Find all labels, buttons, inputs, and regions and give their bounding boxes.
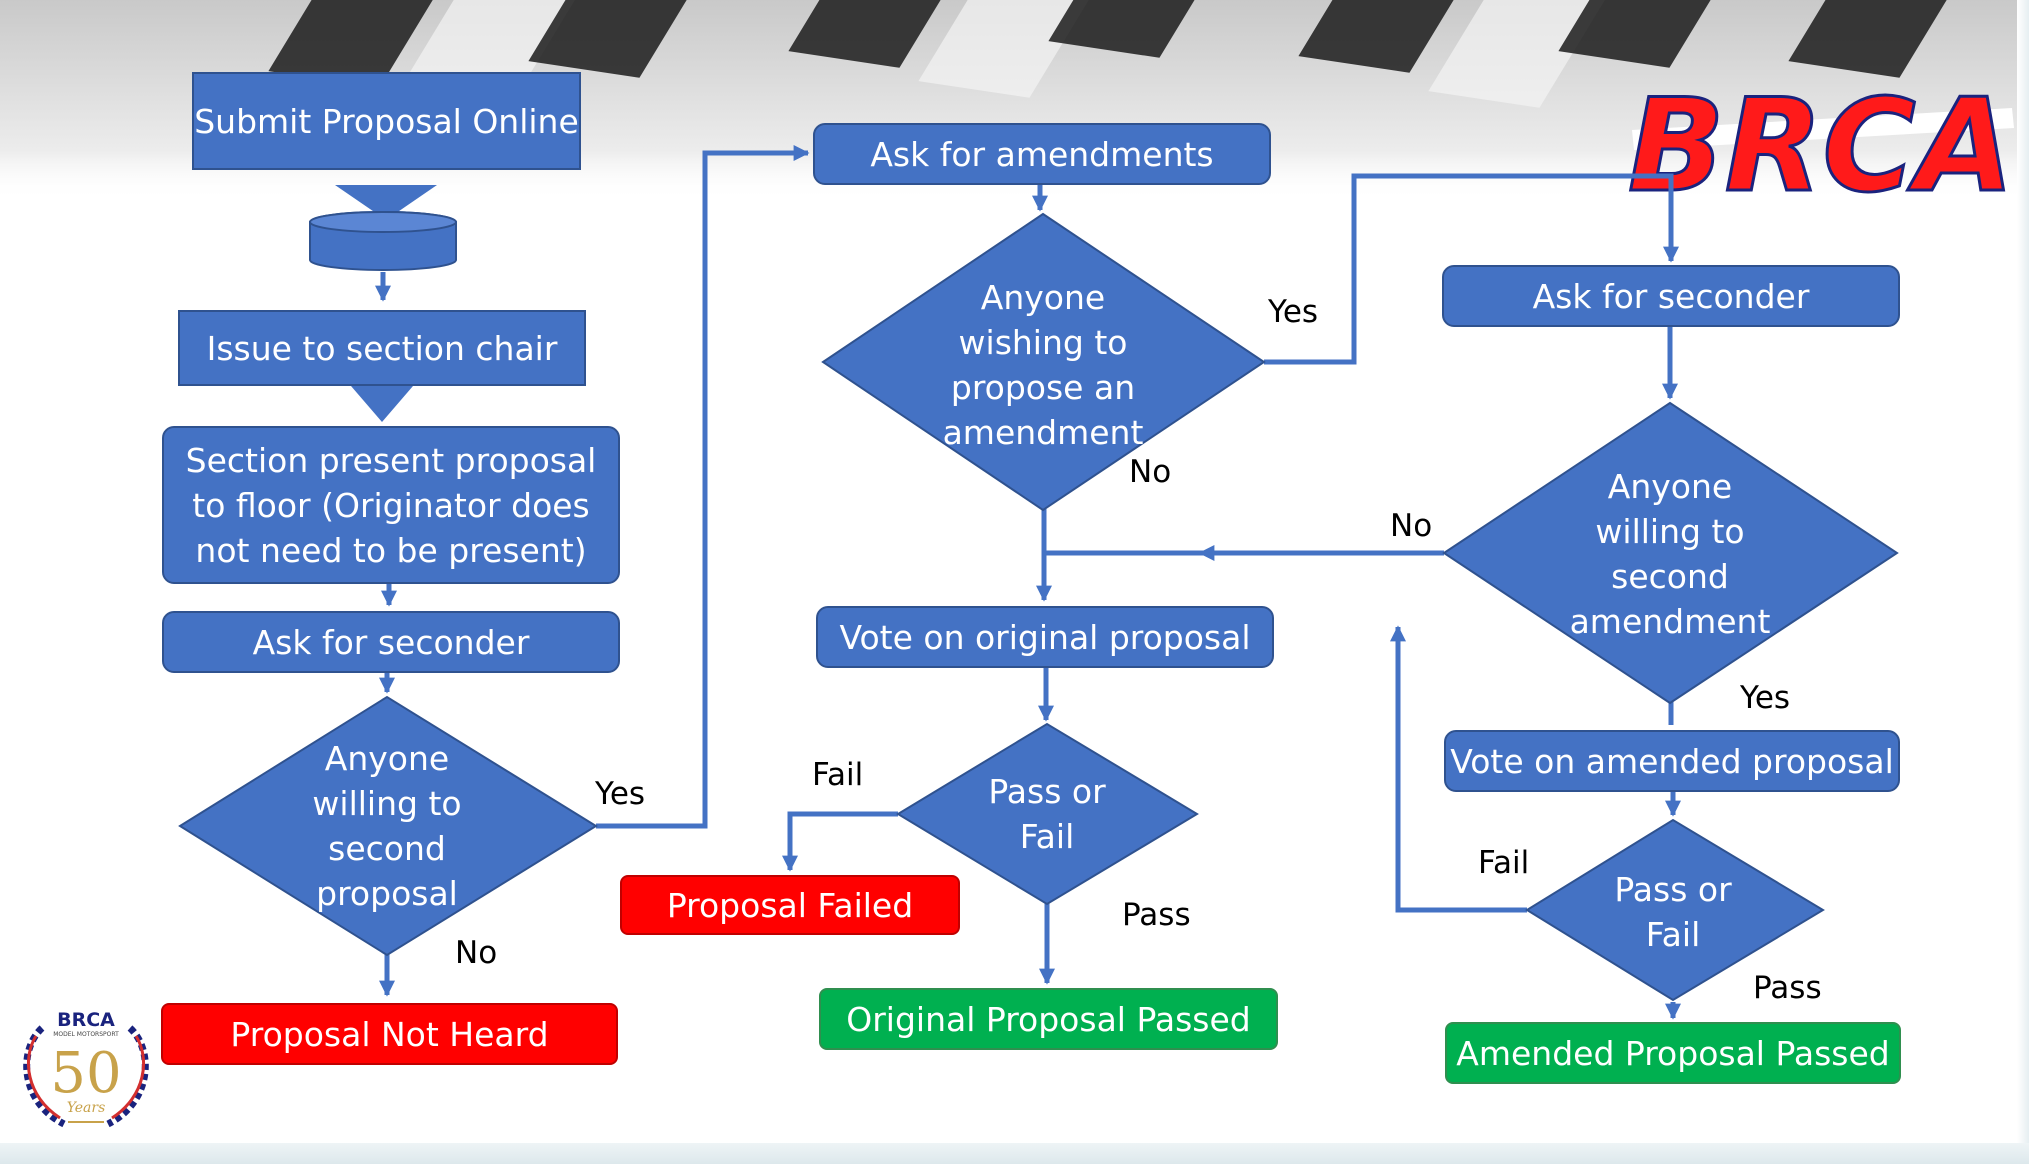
badge-ribbon-right [111, 1035, 146, 1120]
label-fail-right: Fail [1478, 845, 1530, 881]
label-no-second-amend: No [1390, 508, 1433, 544]
badge-brand: BRCA [57, 1009, 115, 1031]
diamond-second-proposal [178, 695, 598, 957]
section-present-proposal-box: Section present proposal to floor (Origi… [162, 426, 620, 584]
pass-or-fail-mid-question: Pass or Fail [988, 772, 1106, 856]
proposal-failed-box: Proposal Failed [620, 875, 960, 935]
diamond-wish-amend [821, 212, 1266, 512]
label-no-second-proposal: No [455, 935, 498, 971]
label-fail-mid: Fail [812, 757, 864, 793]
proposal-not-heard-box: Proposal Not Heard [161, 1003, 618, 1065]
ask-for-seconder-left-box: Ask for seconder [162, 611, 620, 673]
arrow-submit-to-database [335, 185, 437, 220]
diamond-pass-fail-right [1525, 818, 1825, 1002]
slide-right-edge [2017, 0, 2029, 1143]
second-amend-question: Anyone willing to second amendment [1569, 467, 1771, 641]
label-yes-wish-amend: Yes [1268, 294, 1319, 330]
label-yes-second-amend: Yes [1740, 680, 1791, 716]
diamond-pass-fail-mid [896, 722, 1199, 906]
submit-proposal-box: Submit Proposal Online [192, 72, 581, 170]
label-pass-right: Pass [1753, 970, 1822, 1006]
badge-ribbon-left [26, 1035, 61, 1120]
original-proposal-passed-box: Original Proposal Passed [819, 988, 1278, 1050]
vote-on-original-proposal-box: Vote on original proposal [816, 606, 1274, 668]
brca-logo: BRCA [1627, 72, 2016, 197]
pass-or-fail-right-question: Pass or Fail [1614, 870, 1732, 954]
logo-white-stripe [1632, 108, 2014, 150]
wish-amend-question: Anyone wishing to propose an amendment [942, 278, 1144, 452]
diamond-second-amend [1442, 401, 1899, 705]
badge-number: 50 [50, 1041, 121, 1106]
connector-yes-to-right-seconder [1264, 173, 1680, 365]
ask-for-amendments-box: Ask for amendments [813, 123, 1271, 185]
slide-bottom-strip [0, 1143, 2029, 1164]
connector-fail-to-proposal-failed [781, 811, 898, 872]
label-yes-second-proposal: Yes [595, 776, 646, 812]
ask-for-seconder-right-box: Ask for seconder [1442, 265, 1900, 327]
label-pass-mid: Pass [1122, 897, 1191, 933]
label-no-wish-amend: No [1129, 454, 1172, 490]
badge-subtitle: MODEL MOTORSPORT [53, 1031, 119, 1038]
logo-text: BRCA [1628, 72, 2014, 197]
second-proposal-question: Anyone willing to second proposal [312, 739, 462, 913]
connector-yes-to-amendments [596, 144, 810, 829]
badge-years: Years [67, 1100, 106, 1116]
vote-on-amended-proposal-box: Vote on amended proposal [1444, 730, 1900, 792]
amended-proposal-passed-box: Amended Proposal Passed [1445, 1022, 1901, 1084]
connector-fail-to-vote-original [1389, 625, 1527, 913]
issue-to-section-chair-box: Issue to section chair [178, 310, 586, 386]
database-icon-top [309, 211, 457, 233]
brca-50-years-badge: BRCA MODEL MOTORSPORT 50 Years [23, 1009, 149, 1128]
arrow-issue-to-present [351, 386, 413, 422]
